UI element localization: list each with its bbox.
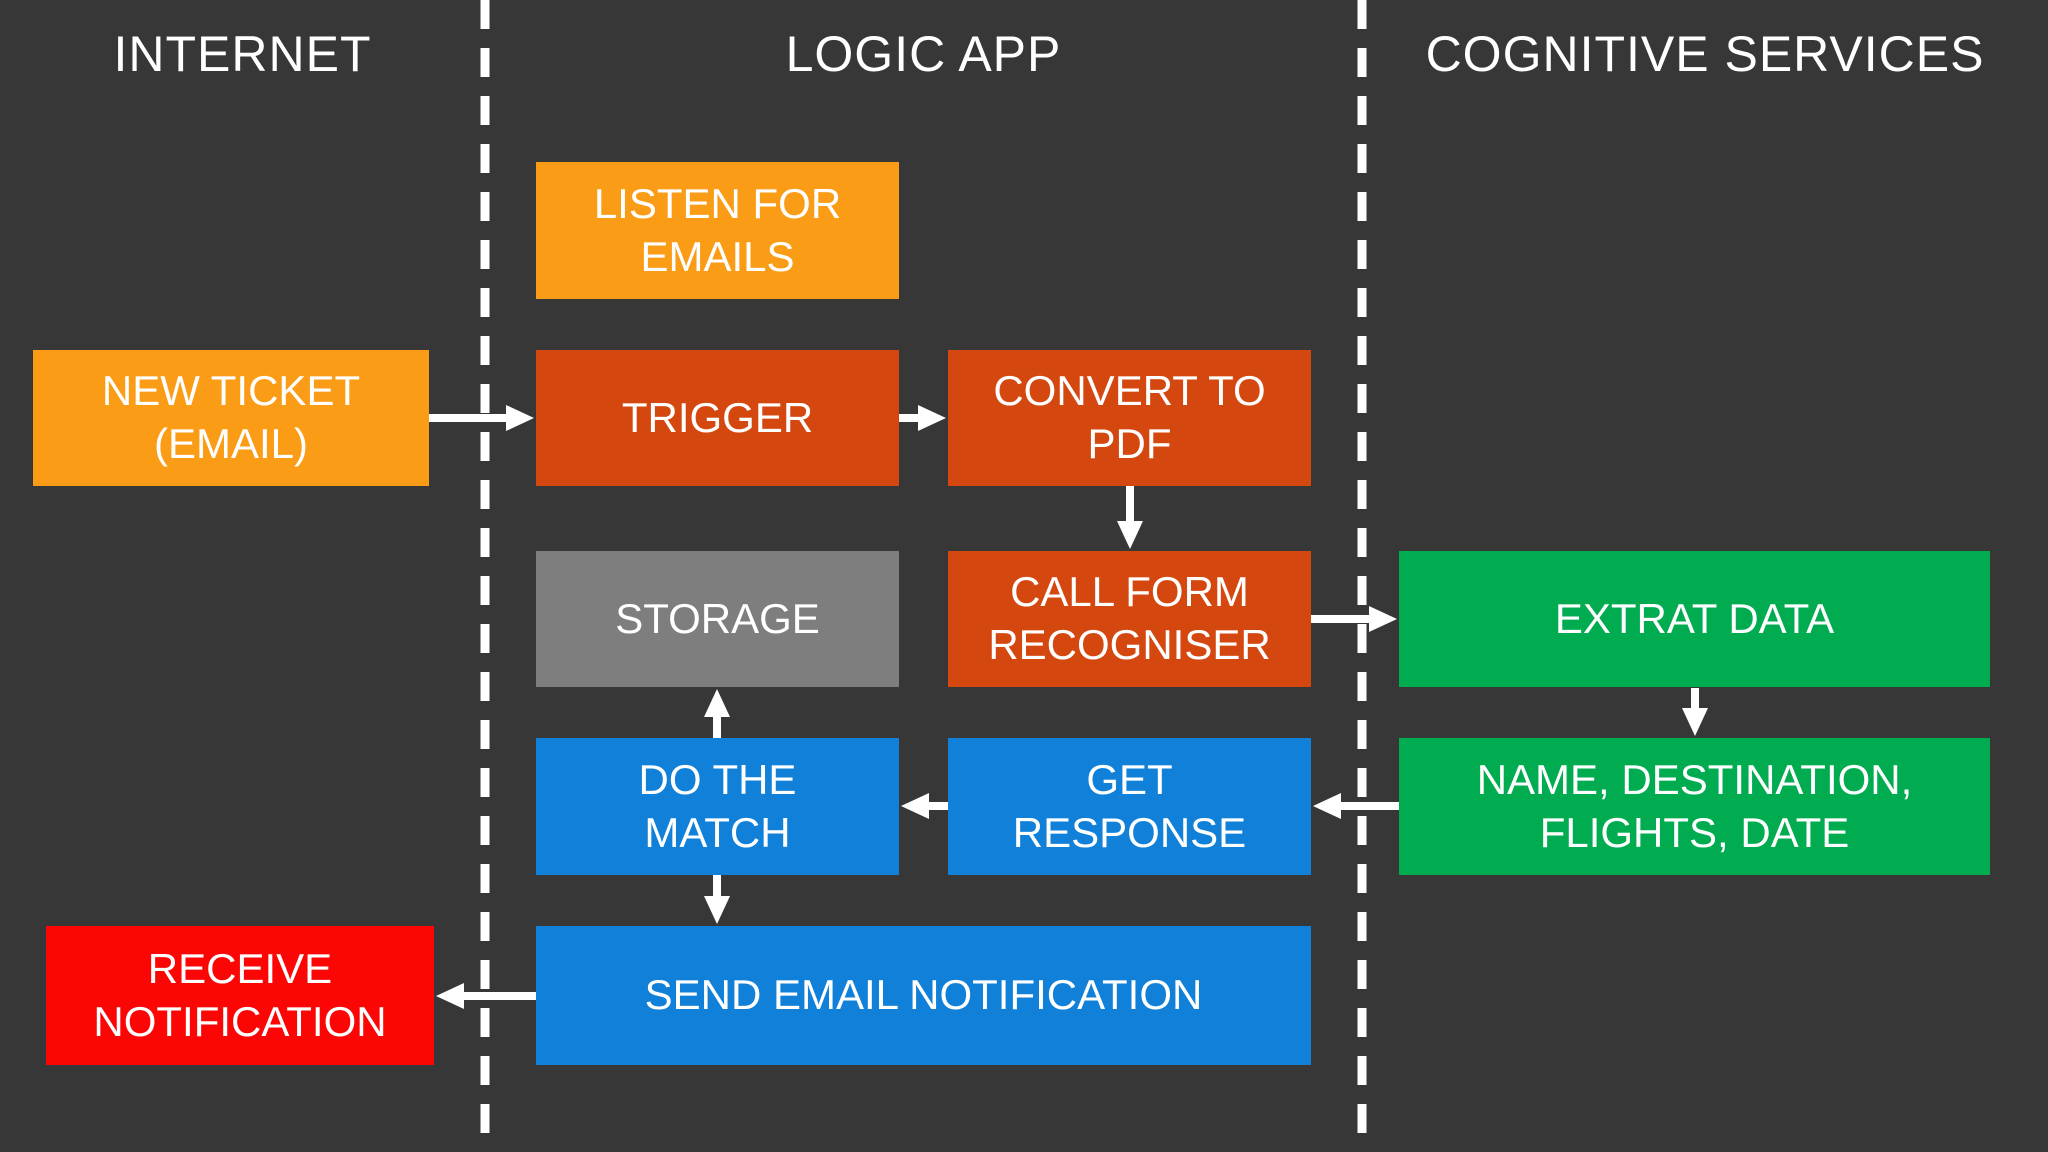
node-listen-for-emails: LISTEN FOR EMAILS [536,162,899,299]
node-label: RECEIVE NOTIFICATION [93,944,387,1045]
node-convert-to-pdf: CONVERT TO PDF [948,350,1311,486]
node-storage: STORAGE [536,551,899,687]
node-extrat-data: EXTRAT DATA [1399,551,1990,687]
node-label: NEW TICKET (EMAIL) [101,367,361,467]
node-send-email-notification: SEND EMAIL NOTIFICATION [536,926,1311,1065]
node-label: SEND EMAIL NOTIFICATION [644,971,1203,1019]
node-receive-notification: RECEIVE NOTIFICATION [46,926,434,1065]
node-label: TRIGGER [621,393,814,441]
column-header-logic-app: LOGIC APP [785,26,1062,82]
node-label: LISTEN FOR EMAILS [593,179,842,280]
node-get-response: GET RESPONSE [948,738,1311,875]
column-header-internet: INTERNET [113,26,372,82]
node-label: NAME, DESTINATION, FLIGHTS, DATE [1476,755,1913,856]
node-name-destination-flights-date: NAME, DESTINATION, FLIGHTS, DATE [1399,738,1990,875]
column-header-cognitive-services: COGNITIVE SERVICES [1425,26,1985,82]
node-label: DO THE MATCH [638,755,797,856]
node-call-form-recogniser: CALL FORM RECOGNISER [948,551,1311,687]
node-new-ticket-email: NEW TICKET (EMAIL) [33,350,429,486]
node-label: STORAGE [615,594,820,642]
node-label: EXTRAT DATA [1554,594,1835,642]
node-label: GET RESPONSE [1012,755,1247,856]
node-trigger: TRIGGER [536,350,899,486]
node-label: CONVERT TO PDF [993,367,1266,467]
node-do-the-match: DO THE MATCH [536,738,899,875]
node-label: CALL FORM RECOGNISER [988,568,1271,668]
